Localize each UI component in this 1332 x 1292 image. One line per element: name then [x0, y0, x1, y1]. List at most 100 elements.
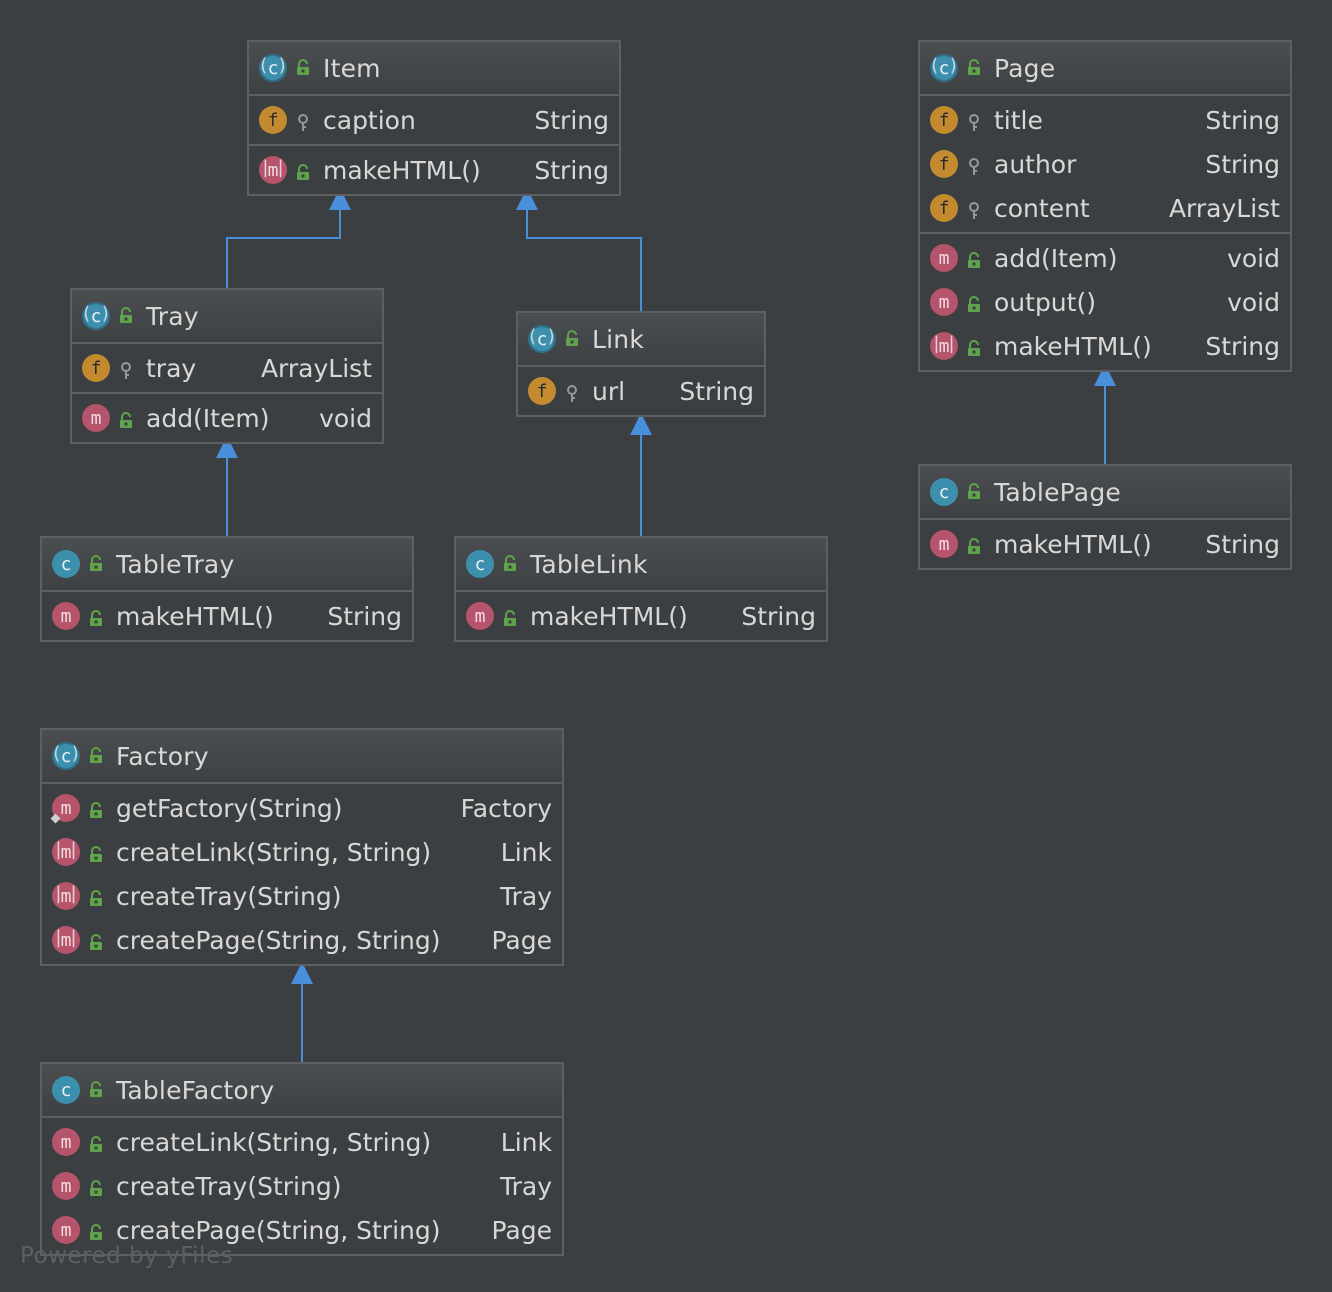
public-lock-icon — [86, 1176, 106, 1196]
return-type: Page — [491, 925, 552, 955]
field-name: tray — [146, 353, 197, 383]
public-lock-icon — [86, 606, 106, 626]
return-type: String — [534, 155, 609, 185]
return-type: String — [741, 601, 816, 631]
field-name: caption — [323, 105, 416, 135]
field-type: String — [679, 376, 754, 406]
field-icon: f — [528, 377, 556, 405]
edge-link-item — [526, 208, 642, 311]
public-lock-icon — [964, 292, 984, 312]
field-row[interactable]: f tray ArrayList — [72, 346, 382, 390]
public-lock-icon — [562, 329, 582, 349]
class-name: Factory — [116, 741, 209, 771]
abstract-class-icon: c — [527, 325, 557, 353]
method-row[interactable]: m add(Item) void — [72, 396, 382, 440]
method-name: add(Item) — [994, 243, 1118, 273]
public-lock-icon — [964, 336, 984, 356]
arrowhead-link — [630, 413, 652, 435]
class-node-page[interactable]: cPageftitleStringfauthorStringfcontentAr… — [918, 40, 1292, 372]
abstract-class-icon: c — [51, 742, 81, 770]
field-name: author — [994, 149, 1077, 179]
method-name: add(Item) — [146, 403, 270, 433]
method-icon: m — [930, 288, 958, 316]
field-icon: f — [82, 354, 110, 382]
method-icon: m — [82, 404, 110, 432]
class-node-factory[interactable]: cFactorymgetFactory(String)Factorymcreat… — [40, 728, 564, 966]
protected-key-icon — [964, 198, 984, 219]
class-header: cPage — [920, 42, 1290, 96]
class-name: TableFactory — [116, 1075, 275, 1105]
return-type: void — [319, 403, 372, 433]
arrowhead-tray — [216, 436, 238, 458]
class-name: Page — [994, 53, 1056, 83]
public-lock-icon — [964, 58, 984, 78]
public-lock-icon — [500, 606, 520, 626]
field-name: content — [994, 193, 1090, 223]
method-name: createTray(String) — [116, 1171, 342, 1201]
arrowhead-item-left — [329, 188, 351, 210]
public-lock-icon — [86, 1220, 106, 1240]
class-name: TableLink — [530, 549, 648, 579]
abstract-method-icon: m — [52, 926, 80, 954]
method-icon: m — [52, 1216, 80, 1244]
protected-key-icon — [116, 358, 136, 379]
method-name: createLink(String, String) — [116, 1127, 432, 1157]
class-name: TableTray — [116, 549, 235, 579]
class-node-item[interactable]: cItemfcaptionStringmmakeHTML()String — [247, 40, 621, 196]
field-icon: f — [930, 106, 958, 134]
method-name: makeHTML() — [530, 601, 688, 631]
class-node-link[interactable]: cLinkfurlString — [516, 311, 766, 417]
field-type: ArrayList — [260, 353, 372, 383]
public-lock-icon — [964, 534, 984, 554]
class-node-tray[interactable]: cTrayftrayArrayListmadd(Item)void — [70, 288, 384, 444]
public-lock-icon — [86, 554, 106, 574]
methods-section: m add(Item) void — [72, 394, 382, 442]
public-lock-icon — [116, 306, 136, 326]
class-icon: c — [52, 550, 80, 578]
return-type: String — [1205, 331, 1280, 361]
field-type: String — [1205, 105, 1280, 135]
class-name: TablePage — [994, 477, 1121, 507]
arrowhead-page — [1094, 364, 1116, 386]
class-header: cItem — [249, 42, 619, 96]
public-lock-icon — [116, 408, 136, 428]
method-name: makeHTML() — [116, 601, 274, 631]
class-icon: c — [930, 478, 958, 506]
abstract-class-icon: c — [258, 54, 288, 82]
return-type: Link — [500, 837, 552, 867]
return-type: Link — [500, 1127, 552, 1157]
return-type: Tray — [500, 881, 552, 911]
method-name: makeHTML() — [994, 331, 1152, 361]
field-type: String — [534, 105, 609, 135]
